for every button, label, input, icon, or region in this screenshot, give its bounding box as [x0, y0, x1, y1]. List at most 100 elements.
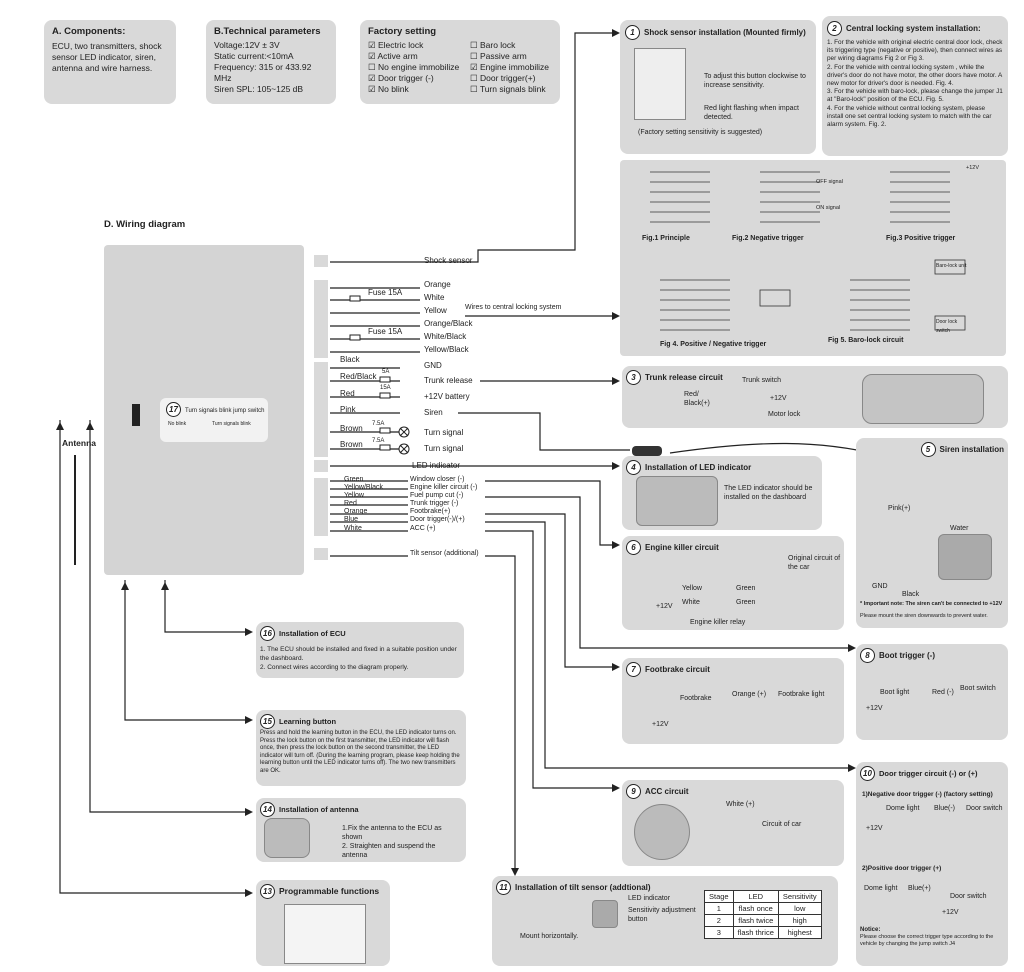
tilt-mount: Mount horizontally. [520, 933, 579, 940]
components-box: A. Components: ECU, two transmitters, sh… [44, 20, 176, 104]
boot-switch: Boot switch [960, 685, 996, 692]
siren-pink: Pink(+) [888, 505, 911, 512]
siren-note2: Please mount the siren downwards to prev… [860, 613, 988, 619]
panel-7-title: Footbrake circuit [645, 665, 710, 674]
wire-window-closer: Window closer (-) [410, 476, 465, 483]
tilt-row1-sens: low [777, 902, 822, 915]
tilt-row3-sens: highest [777, 926, 822, 939]
panel-5-title: Siren installation [939, 445, 1004, 454]
siren-wire [458, 412, 630, 451]
jump-no-blink: No blink [168, 421, 187, 427]
door-notice-body: Please choose the correct trigger type a… [860, 934, 994, 947]
wire-siren: Siren [424, 408, 443, 417]
wire-trunk-release: Trunk release [424, 376, 473, 385]
footbrake-light: Footbrake light [778, 691, 825, 698]
wire-red: Red [340, 389, 355, 398]
fuse-label-2: Fuse 15A [368, 327, 403, 336]
jump-turn-blink: Turn signals blink [212, 421, 251, 427]
siren-black: Black [902, 591, 920, 598]
connector-shock [314, 255, 328, 267]
wire-orange: Orange [424, 280, 451, 289]
technical-voltage: Voltage:12V ± 3V [214, 40, 280, 50]
wire-white-black: White/Black [424, 332, 467, 341]
wire-white-2: White [344, 525, 362, 532]
components-title: A. Components: [52, 26, 126, 37]
wire-turn-signal-2: Turn signal [424, 444, 464, 453]
wire-yellow-black-2: Yellow/Black [344, 484, 384, 491]
boot-12v: +12V [866, 705, 883, 712]
shock-sensor-image [634, 48, 686, 120]
fig-12v: +12V [966, 165, 979, 171]
tilt-header-led: LED [732, 890, 779, 903]
connector-aux [314, 478, 328, 536]
panel-1-number: 1 [625, 25, 640, 40]
learning-button-pins[interactable] [132, 404, 140, 426]
factory-baro-lock: ☐ Baro lock [470, 40, 516, 50]
wire-shock-sensor: Shock sensor [424, 256, 473, 265]
factory-no-blink: ☑ No blink [368, 84, 409, 94]
siren-note: * Important note: The siren can't be con… [860, 601, 1003, 607]
panel-2-body: 1. For the vehicle with original electri… [827, 39, 1003, 129]
footbrake-12v: +12V [652, 721, 669, 728]
tilt-row1-stage: 1 [704, 902, 734, 915]
connector-tilt [314, 548, 328, 560]
tilt-adjust: Sensitivity adjustment button [628, 907, 696, 923]
panel-15-number: 15 [260, 714, 275, 729]
wire-battery: +12V battery [424, 392, 470, 401]
table-row: 2 flash twice high [704, 914, 822, 927]
panel-15-body: Press and hold the learning button in th… [260, 730, 460, 774]
factory-passive-arm: ☐ Passive arm [470, 51, 527, 61]
jump-switch-number: 17 [166, 402, 181, 417]
door-dome: Dome light [886, 805, 920, 812]
central-lock-figures: Fig.1 Principle Fig.2 Negative trigger F… [620, 160, 1006, 356]
wire-acc: ACC (+) [410, 525, 436, 532]
tilt-led: LED indicator [628, 895, 671, 902]
technical-siren-spl: Siren SPL: 105~125 dB [214, 84, 304, 94]
table-row: 3 flash thrice highest [704, 926, 822, 939]
wire-turn-signal-1: Turn signal [424, 428, 464, 437]
panel-5-number: 5 [920, 442, 936, 457]
panel-10-number: 10 [860, 766, 875, 781]
wire-red-2: Red [344, 500, 357, 507]
wire-gnd: GND [424, 361, 442, 370]
panel-6-title: Engine killer circuit [645, 543, 719, 552]
panel-15-title: Learning button [279, 717, 337, 726]
panel-4-title: Installation of LED indicator [645, 463, 752, 472]
panel-16-body: 1. The ECU should be installed and fixed… [260, 646, 457, 671]
panel-1-title: Shock sensor installation (Mounted firml… [644, 28, 806, 37]
panel-4-number: 4 [626, 460, 641, 475]
tilt-header-sensitivity: Sensitivity [777, 890, 822, 903]
factory-door-trigger-pos: ☐ Door trigger(+) [470, 73, 536, 83]
killer-white: White [682, 599, 700, 606]
trunk-motor-label: Motor lock [768, 411, 801, 418]
components-body: ECU, two transmitters, shock sensor LED … [52, 41, 162, 73]
panel-3-number: 3 [626, 370, 641, 385]
killer-green-2: Green [736, 599, 756, 606]
panel-8-title: Boot trigger (-) [879, 651, 935, 660]
tilt-row2-sens: high [777, 914, 822, 927]
tilt-sensitivity-table: Stage LED Sensitivity 1 flash once low 2… [704, 890, 822, 939]
panel-14-title: Installation of antenna [279, 805, 359, 814]
factory-engine-immobilize: ☑ Engine immobilize [470, 62, 549, 72]
wire-red-black: Red/Black [340, 372, 377, 381]
tilt-row2-led: flash twice [732, 914, 779, 927]
wire-white: White [424, 293, 445, 302]
acc-white: White (+) [726, 801, 755, 808]
wire-pink: Pink [340, 405, 356, 414]
panel-3-title: Trunk release circuit [645, 373, 723, 382]
wire-door-trigger: Door trigger(-)/(+) [410, 516, 465, 523]
boot-red: Red (-) [932, 689, 954, 696]
fig1-caption: Fig.1 Principle [642, 235, 690, 242]
panel-1-factory: (Factory setting sensitivity is suggeste… [638, 129, 763, 136]
door-12v-2: +12V [942, 909, 959, 916]
fig4-caption: Fig 4. Positive / Negative trigger [660, 341, 767, 348]
wire-orange-2: Orange [344, 508, 368, 515]
